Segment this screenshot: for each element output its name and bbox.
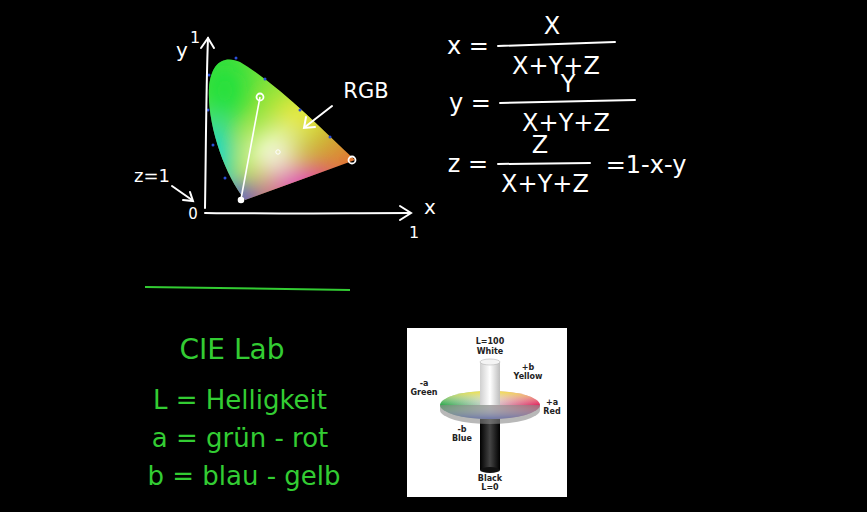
image-label: -a [420, 380, 429, 388]
pointer-arrows [172, 106, 332, 201]
formula-numerator: Y [561, 72, 576, 96]
callout-label: RGB [343, 81, 388, 102]
formula-lhs: y = [449, 91, 491, 115]
divider-line [145, 287, 350, 290]
image-label: L=100 [476, 338, 505, 346]
definition: L = Helligkeit [153, 387, 327, 413]
image-label: White [477, 348, 504, 356]
image-label: Black [478, 475, 502, 483]
definition: b = blau - gelb [147, 463, 340, 489]
formula-lhs: x = [447, 34, 489, 58]
fraction-bars [498, 42, 635, 164]
callout-label: z=1 [134, 167, 170, 185]
formula-denominator: X+Y+Z [501, 172, 589, 196]
image-label: Blue [452, 435, 472, 443]
image-label: Yellow [514, 373, 543, 381]
formula-denominator: X+Y+Z [522, 111, 610, 135]
formula-denominator: X+Y+Z [512, 54, 600, 78]
image-label: Red [543, 408, 560, 416]
image-label: +b [522, 364, 534, 372]
image-label: L=0 [481, 484, 498, 492]
formula-result: =1-x-y [606, 153, 687, 177]
origin-label: 0 [188, 207, 198, 222]
chromaticity-diagram [190, 45, 370, 215]
axis-tick: 1 [409, 225, 419, 241]
axes [201, 38, 411, 220]
definition: a = grün - rot [152, 425, 329, 451]
image-label: Green [410, 389, 437, 397]
formula-lhs: z = [448, 152, 488, 176]
axis-label: y [176, 40, 188, 60]
formula-numerator: X [544, 14, 560, 38]
image-label: -b [457, 426, 466, 434]
axis-label: x [424, 197, 436, 217]
wavelength-ticks [207, 57, 332, 180]
rgb-gamut [239, 94, 356, 203]
formula-numerator: Z [532, 133, 548, 157]
lab-color-solid [407, 328, 567, 497]
image-label: +a [546, 399, 558, 407]
heading: CIE Lab [180, 336, 285, 364]
axis-tick: 1 [190, 30, 200, 46]
